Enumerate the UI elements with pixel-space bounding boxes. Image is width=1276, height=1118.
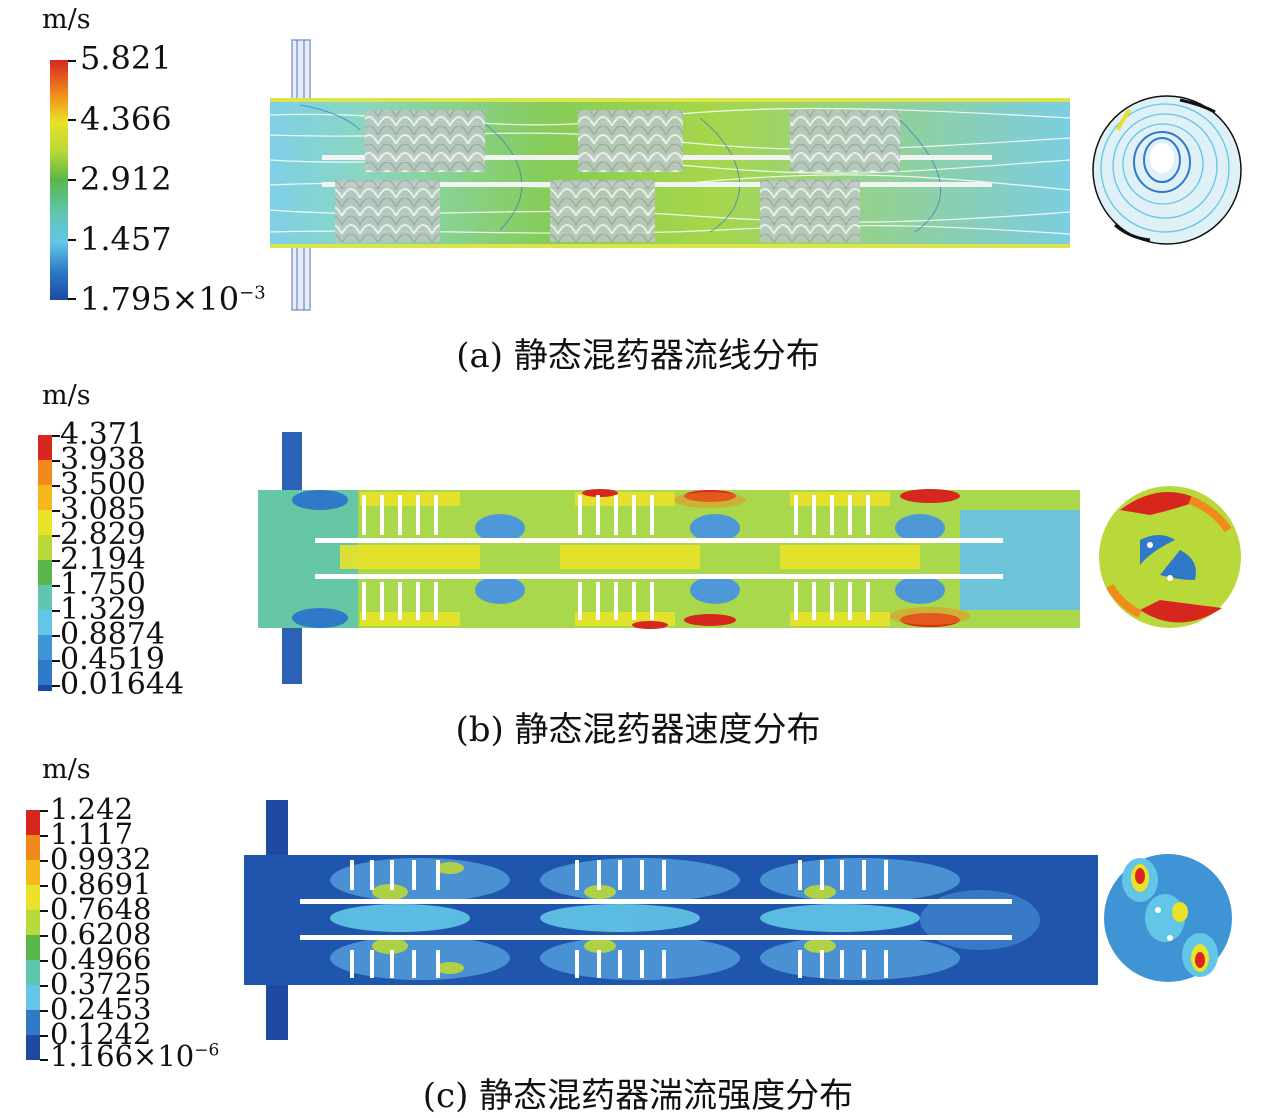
panel-c-tick-2: 0.9932 xyxy=(50,842,152,876)
panel-b-unit: m/s xyxy=(42,380,91,411)
panel-a-tick-1: 4.366 xyxy=(80,100,172,138)
panel-a-tick-4-exp: −3 xyxy=(239,282,266,304)
panel-c-caption: (c) 静态混药器湍流强度分布 xyxy=(422,1076,854,1116)
panel-b-caption: (b) 静态混药器速度分布 xyxy=(455,710,821,750)
panel-b-mixer-velocity xyxy=(258,432,1241,684)
panel-a-mixer-streamlines xyxy=(269,39,1242,311)
panel-b-tick-7: 1.329 xyxy=(60,592,146,627)
panel-b-tick-4: 2.829 xyxy=(60,517,146,552)
panel-b-tick-10: 0.01644 xyxy=(60,667,185,702)
panel-a-tick-4-base: 1.795×10 xyxy=(80,280,240,318)
panel-b-tick-5: 2.194 xyxy=(60,542,146,577)
panel-c-mixer-turbulence xyxy=(244,800,1232,1040)
panel-c-tick-10: 1.166×10−6 xyxy=(50,1042,219,1071)
panel-a-tick-3: 1.457 xyxy=(80,220,172,258)
panel-b-colorbar xyxy=(38,435,52,691)
panel-c-tick-7: 0.3725 xyxy=(50,967,152,1001)
panel-a-tick-2: 2.912 xyxy=(80,160,172,198)
panel-a-tick-4: 1.795×10−3 xyxy=(80,283,266,315)
panel-c-tick-5: 0.6208 xyxy=(50,917,152,951)
panel-c-tick-4: 0.7648 xyxy=(50,892,152,926)
panel-c-tick-8: 0.2453 xyxy=(50,992,152,1026)
panel-a-colorbar-ticks xyxy=(68,60,76,300)
panel-c-tick-1: 1.117 xyxy=(50,817,134,851)
panel-a-unit: m/s xyxy=(42,4,91,35)
panel-c-tick-10-base: 1.166×10 xyxy=(50,1039,195,1073)
panel-a-colorbar xyxy=(50,60,68,300)
panel-b-colorbar-ticks xyxy=(52,435,60,687)
panel-b-tick-3: 3.085 xyxy=(60,492,146,527)
panel-b-tick-2: 3.500 xyxy=(60,467,146,502)
panel-a-tick-0: 5.821 xyxy=(80,39,172,77)
panel-c-tick-6: 0.4966 xyxy=(50,942,152,976)
panel-c-tick-10-exp: −6 xyxy=(194,1040,220,1061)
panel-c-tick-3: 0.8691 xyxy=(50,867,152,901)
panel-b-tick-1: 3.938 xyxy=(60,442,146,477)
panel-c-colorbar-ticks xyxy=(40,810,48,1061)
panel-c-tick-0: 1.242 xyxy=(50,792,134,826)
panel-c-unit: m/s xyxy=(42,754,91,785)
panel-c-colorbar xyxy=(26,810,40,1060)
panel-b-tick-9: 0.4519 xyxy=(60,642,165,677)
panel-b-tick-0: 4.371 xyxy=(60,417,146,452)
panel-c-tick-9: 0.1242 xyxy=(50,1017,152,1051)
panel-b-tick-8: 0.8874 xyxy=(60,617,165,652)
panel-a-caption: (a) 静态混药器流线分布 xyxy=(456,336,820,376)
panel-b-tick-6: 1.750 xyxy=(60,567,146,602)
